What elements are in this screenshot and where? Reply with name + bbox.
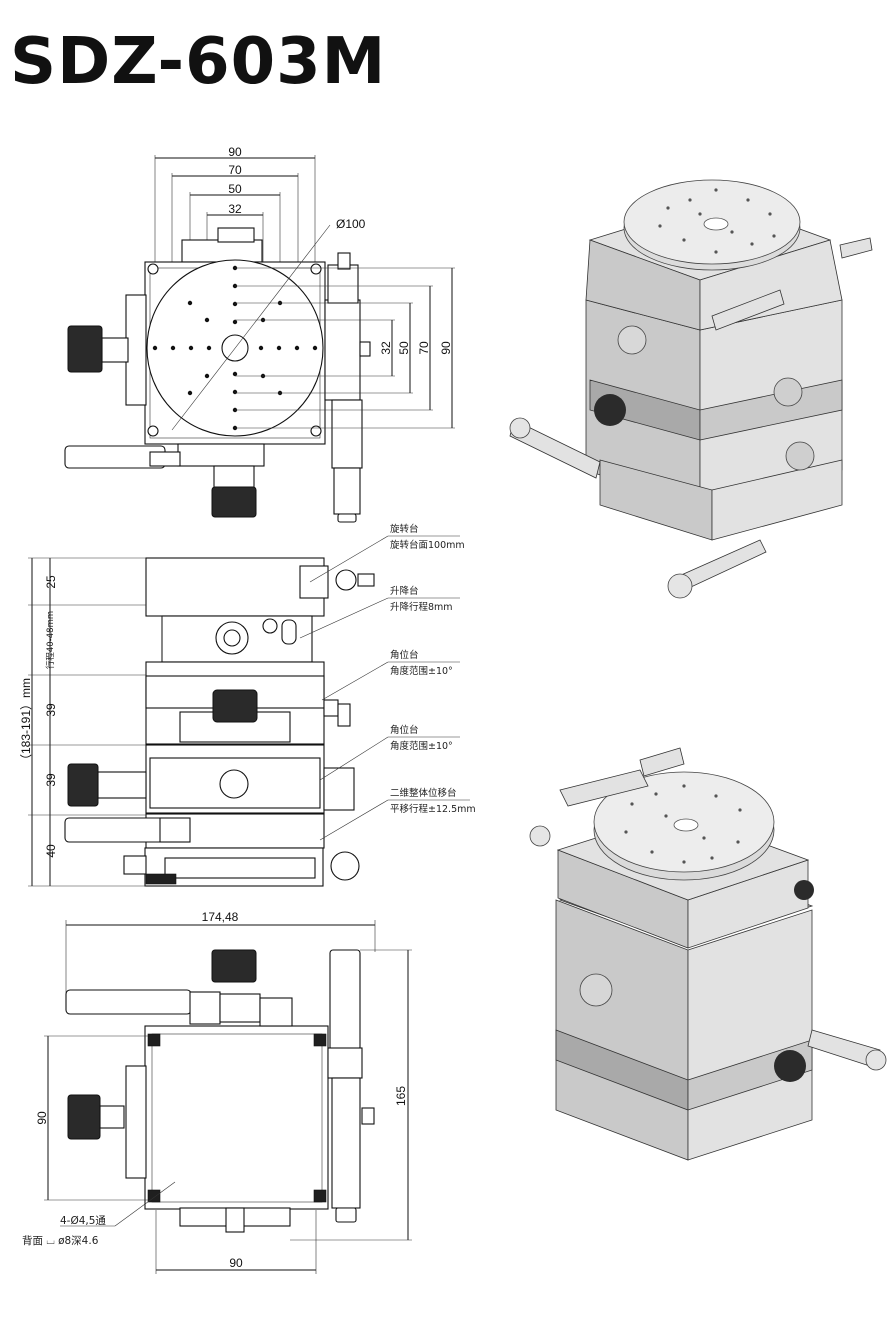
page-title: SDZ-603M — [10, 25, 387, 99]
product-photo-bottom — [529, 747, 887, 1161]
side-dim-25: 25 — [44, 575, 58, 589]
svg-text:角位台: 角位台 — [390, 649, 419, 661]
bottom-view: 174,48 90 165 — [22, 910, 412, 1274]
dim-32: 32 — [228, 202, 242, 216]
annotation-goniometer-1: 角位台 角度范围±10° — [321, 649, 460, 701]
left-dim-90: 90 — [35, 1111, 49, 1125]
dim-70: 70 — [228, 163, 242, 177]
bottom-dim-90: 90 — [229, 1256, 243, 1270]
svg-text:角位台: 角位台 — [390, 724, 419, 736]
annotation-lift: 升降台 升降行程8mm — [299, 585, 460, 639]
side-dim-39b: 39 — [44, 773, 58, 787]
vdim-50: 50 — [397, 341, 411, 355]
side-dim-39a: 39 — [44, 703, 58, 717]
svg-text:二维整体位移台: 二维整体位移台 — [390, 787, 457, 799]
side-dim-40: 40 — [44, 844, 58, 858]
svg-text:旋转台面100mm: 旋转台面100mm — [390, 539, 465, 551]
annotation-xy-stage: 二维整体位移台 平移行程±12.5mm — [319, 787, 476, 841]
vdim-32: 32 — [379, 341, 393, 355]
svg-text:角度范围±10°: 角度范围±10° — [390, 665, 453, 677]
side-view: 25 39 39 40 行程40-48mm （183-191）mm 旋转台 旋转… — [19, 523, 476, 887]
annotation-rotary: 旋转台 旋转台面100mm — [309, 523, 465, 583]
product-photo-top — [509, 179, 873, 599]
svg-text:升降台: 升降台 — [390, 585, 419, 597]
back-note: 背面 ⌴ ø8深4.6 — [22, 1234, 99, 1247]
height-165: 165 — [394, 1086, 408, 1106]
total-height: （183-191）mm — [19, 678, 33, 766]
svg-text:升降行程8mm: 升降行程8mm — [390, 601, 453, 613]
annotation-goniometer-2: 角位台 角度范围±10° — [319, 724, 460, 781]
svg-text:角度范围±10°: 角度范围±10° — [390, 740, 453, 752]
svg-text:旋转台: 旋转台 — [390, 523, 419, 535]
diameter-label: Ø100 — [336, 217, 366, 231]
hole-note: 4-Ø4,5通 — [60, 1215, 106, 1227]
svg-text:平移行程±12.5mm: 平移行程±12.5mm — [390, 803, 476, 815]
vdim-90: 90 — [439, 341, 453, 355]
width-174: 174,48 — [202, 910, 239, 924]
dim-90: 90 — [228, 145, 242, 159]
travel-label: 行程40-48mm — [45, 611, 56, 669]
dim-50: 50 — [228, 182, 242, 196]
vdim-70: 70 — [417, 341, 431, 355]
top-view: 90 70 50 32 — [64, 145, 455, 523]
